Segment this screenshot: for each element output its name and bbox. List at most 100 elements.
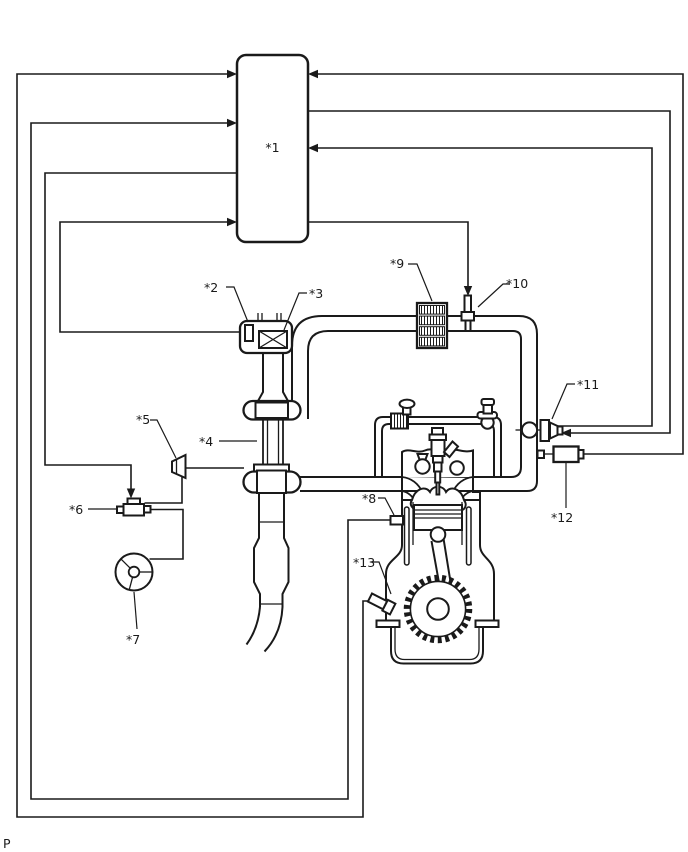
footnote-label: P: [3, 836, 11, 851]
piston-pin: [429, 526, 447, 543]
callout-5-label: *5: [136, 412, 150, 427]
temp-sensor-body: [460, 311, 475, 322]
upper-flange-plate: [254, 401, 289, 419]
vsv-to-pump-line: [149, 508, 184, 560]
pump-spoke-3: [128, 576, 134, 591]
crank-position-sensor: [366, 592, 397, 616]
knock-sensor: [389, 515, 404, 526]
leader-9: [408, 263, 433, 302]
wire-throttle-sensor-to-ecu: [59, 221, 245, 333]
pressure-sensor-body: [552, 445, 580, 464]
pressure-sensor-assembly: [536, 445, 585, 464]
vsv-nipple-right: [143, 505, 152, 514]
oil-filler-cap: [398, 398, 416, 409]
injector-lower: [433, 461, 443, 473]
arrowhead-into-egr: [561, 428, 571, 438]
leader-8: [378, 497, 395, 516]
callout-13-label: *13: [353, 555, 375, 570]
callout-8-label: *8: [362, 491, 376, 506]
oil-pan-outer: [390, 627, 484, 665]
tb-down-tube-right: [282, 353, 289, 402]
arrowhead-right-1: [308, 69, 318, 79]
arrowhead-right-2: [308, 143, 318, 153]
cooler-band-2: [419, 315, 445, 326]
egr-port-circle: [520, 421, 539, 439]
breather-outer-wall: [374, 416, 502, 477]
pump-spoke-1: [120, 558, 131, 569]
resonator-left-wall: [253, 492, 261, 607]
leader-5: [150, 419, 177, 459]
cooler-band-4: [419, 336, 445, 347]
block-wall-right: [479, 492, 495, 621]
air-filter: [171, 453, 187, 480]
lower-flange-center: [256, 469, 287, 494]
inlet-curve-left: [245, 606, 261, 646]
callout-4-label: *4: [199, 434, 213, 449]
callout-12-label: *12: [551, 510, 573, 525]
callout-9-label: *9: [390, 256, 404, 271]
cooler-band-1: [419, 305, 445, 315]
intake-column: [238, 313, 302, 653]
leader-11: [551, 383, 575, 420]
leader-2: [226, 286, 249, 323]
throttle-valve-x2: [258, 330, 288, 349]
ecu-box: [235, 53, 310, 244]
arrowhead-left-2: [227, 118, 237, 128]
bypass-pipe: [291, 315, 538, 492]
resonator-right-wall: [281, 492, 290, 607]
head-port-circle-left: [414, 458, 431, 475]
wire-knock-sensor-to-ecu: [30, 122, 391, 800]
head-port-circle-right: [449, 460, 465, 476]
inlet-curve-right: [263, 606, 284, 653]
egr-valve-tip: [556, 425, 564, 436]
pump-hub: [127, 565, 141, 579]
cooler-assembly: [415, 301, 449, 350]
bypass-pipe-outer-wall: [291, 315, 538, 492]
egr-valve-cone: [549, 420, 559, 441]
pan-flange-right: [474, 619, 500, 628]
crank-gear-teeth: [403, 574, 473, 644]
filter-to-vsv-line: [144, 475, 183, 504]
wire-egr-valve-to-ecu: [317, 147, 653, 427]
vsv-nipple-left: [116, 505, 125, 514]
injector-inlet: [442, 440, 460, 459]
callout-1-label: *1: [265, 140, 279, 155]
wire-right-sensor-to-ecu: [317, 73, 684, 455]
crank-hub: [426, 597, 450, 621]
callout-7-label: *7: [126, 632, 140, 647]
callout-11-label: *11: [577, 377, 599, 392]
arrowhead-left-4: [227, 217, 237, 227]
throttle-position-sensor: [244, 324, 254, 342]
wire-ecu-to-temp-sensor: [308, 221, 469, 287]
egr-valve-base: [539, 419, 550, 442]
pcv-cap: [480, 398, 495, 406]
callout-3-label: *3: [309, 286, 323, 301]
block-wall-left: [385, 478, 403, 621]
temp-sensor-assembly: [460, 294, 475, 332]
breather-inner-wall: [381, 423, 495, 477]
arrowhead-into-temp-sensor: [463, 286, 473, 296]
temp-sensor-tip: [464, 319, 472, 332]
wiring-harness: [16, 69, 684, 818]
leader-3: [283, 292, 307, 331]
oil-pan-inner: [394, 627, 480, 661]
egr-valve-assembly: [515, 419, 564, 442]
callout-10-label: *10: [506, 276, 528, 291]
callout-2-label: *2: [204, 280, 218, 295]
leak-detection-subsystem: [114, 453, 244, 592]
injector-assembly: [428, 427, 460, 496]
arrowhead-into-vsv: [126, 488, 136, 499]
injector-tip: [434, 470, 442, 484]
pressure-sensor-tip: [577, 449, 585, 460]
wire-ecu-to-egr-valve: [308, 110, 671, 434]
pan-flange-left: [375, 619, 401, 628]
water-jacket-left: [403, 506, 410, 566]
callout-leaders: [88, 263, 575, 630]
wire-crank-sensor-to-ecu: [16, 73, 376, 818]
leader-10: [477, 283, 510, 308]
bypass-pipe-inner-wall: [300, 330, 522, 478]
leader-7: [133, 591, 138, 630]
injector-electrode: [435, 481, 441, 496]
pressure-sensor-nipple: [536, 449, 545, 459]
